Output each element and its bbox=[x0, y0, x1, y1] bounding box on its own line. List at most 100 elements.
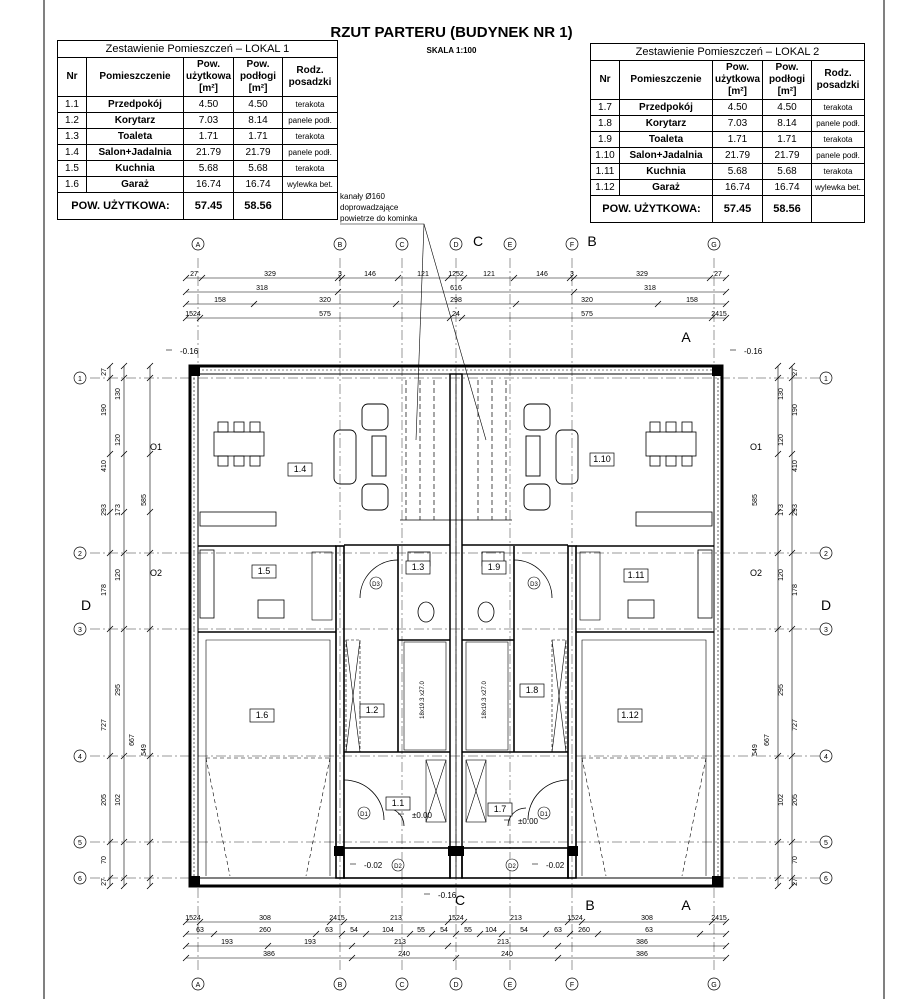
grid-label-bottom: G bbox=[711, 982, 716, 989]
dimension-tick bbox=[774, 549, 782, 557]
duct-note-line-1: kanały Ø160 bbox=[340, 192, 385, 201]
dimension-value: 260 bbox=[578, 927, 590, 934]
dimension-value: 2415 bbox=[711, 915, 727, 922]
dimension-value: 260 bbox=[259, 927, 271, 934]
dimension-tick bbox=[722, 274, 730, 282]
dimension-tick bbox=[146, 838, 154, 846]
dimension-tick bbox=[120, 874, 128, 882]
dimension-tick bbox=[196, 918, 204, 926]
grid-bubble-top bbox=[333, 237, 347, 251]
section-mark: C bbox=[455, 892, 465, 908]
dimension-tick bbox=[146, 362, 154, 370]
dimension-value: 616 bbox=[450, 285, 462, 292]
dimension-value: 386 bbox=[636, 951, 648, 958]
dimension-value: 549 bbox=[141, 744, 148, 756]
room-table-lokal-1: Zestawienie Pomieszczeń – LOKAL 1 Nr Pom… bbox=[57, 40, 338, 220]
stairs-label: 18x19.3 x27.0 bbox=[482, 680, 488, 718]
dimension-value: 63 bbox=[554, 927, 562, 934]
grid-bubble-right bbox=[819, 546, 833, 560]
dimension-value: 213 bbox=[510, 915, 522, 922]
dimension-tick bbox=[774, 838, 782, 846]
window-label: O2 bbox=[750, 568, 762, 578]
col-header: Nr bbox=[590, 60, 620, 100]
dimension-value: 293 bbox=[792, 504, 799, 516]
grid-bubble-bottom bbox=[395, 977, 409, 991]
grid-bubble-bottom bbox=[449, 977, 463, 991]
dimension-tick bbox=[570, 274, 578, 282]
grid-label-bottom: E bbox=[508, 982, 513, 989]
dimension-tick bbox=[120, 752, 128, 760]
window-label: O1 bbox=[150, 442, 162, 452]
dimension-value: 727 bbox=[792, 719, 799, 731]
col-header: Pow. podłogi [m²] bbox=[233, 57, 284, 97]
table-cell: terakota bbox=[811, 99, 865, 116]
dimension-value: 549 bbox=[752, 744, 759, 756]
dimension-value: 329 bbox=[636, 271, 648, 278]
grid-bubble-bottom bbox=[707, 977, 721, 991]
summary-empty bbox=[811, 195, 865, 223]
dining-tables bbox=[213, 421, 697, 467]
dimension-tick bbox=[594, 930, 602, 938]
door-tag bbox=[357, 806, 371, 820]
duct-note-line-2: doprowadzające bbox=[340, 203, 399, 212]
summary-usable: 57.45 bbox=[711, 195, 764, 223]
col-header: Pow. użytkowa [m²] bbox=[182, 57, 235, 97]
grid-bubble-left bbox=[73, 371, 87, 385]
level-label: -0.16 bbox=[180, 347, 199, 356]
duct-leader bbox=[415, 223, 425, 441]
section-mark: B bbox=[585, 897, 594, 913]
dimension-tick bbox=[774, 625, 782, 633]
level-label: -0.02 bbox=[546, 861, 565, 870]
dimension-value: 213 bbox=[390, 915, 402, 922]
grid-bubble-top bbox=[503, 237, 517, 251]
dimension-tick bbox=[182, 274, 190, 282]
grid-label-left: 6 bbox=[78, 876, 82, 883]
room-label-box bbox=[405, 560, 431, 575]
dimension-tick bbox=[120, 549, 128, 557]
dimension-value: 1524 bbox=[567, 915, 583, 922]
dimension-tick bbox=[348, 954, 356, 962]
grid-label-bottom: C bbox=[399, 982, 404, 989]
room-label-box bbox=[359, 703, 385, 718]
dimension-value: 575 bbox=[319, 311, 331, 318]
dimension-value: 585 bbox=[141, 494, 148, 506]
dimension-value: 178 bbox=[792, 584, 799, 596]
dimension-tick bbox=[146, 450, 154, 458]
dimension-tick bbox=[340, 918, 348, 926]
room-label: 1.10 bbox=[593, 454, 611, 464]
dimension-value: 3 bbox=[338, 271, 342, 278]
summary-usable: 57.45 bbox=[182, 192, 235, 220]
dimension-tick bbox=[788, 874, 796, 882]
dimension-value: 146 bbox=[364, 271, 376, 278]
grid-bubble-top bbox=[449, 237, 463, 251]
room-label: 1.5 bbox=[258, 566, 271, 576]
dimension-value: 178 bbox=[101, 584, 108, 596]
duct-leader bbox=[340, 223, 487, 441]
room-label-box bbox=[249, 708, 275, 723]
dimension-tick bbox=[146, 874, 154, 882]
drawing-scale: SKALA 1:100 bbox=[426, 46, 477, 55]
dimension-tick bbox=[788, 508, 796, 516]
col-header: Rodz. posadzki bbox=[811, 60, 865, 100]
grid-bubble-left bbox=[73, 835, 87, 849]
dimension-value: 63 bbox=[645, 927, 653, 934]
dimension-tick bbox=[722, 942, 730, 950]
dimension-tick bbox=[566, 930, 574, 938]
dimension-value: 213 bbox=[394, 939, 406, 946]
dimension-tick bbox=[498, 930, 506, 938]
dimension-tick bbox=[788, 625, 796, 633]
dimension-value: 120 bbox=[778, 569, 785, 581]
dimension-value: 27 bbox=[792, 878, 799, 886]
dimension-tick bbox=[348, 942, 356, 950]
dimension-tick bbox=[106, 450, 114, 458]
room-label-box bbox=[487, 802, 513, 817]
door-tag bbox=[505, 858, 519, 872]
grid-bubble-bottom bbox=[333, 977, 347, 991]
room-label: 1.11 bbox=[628, 570, 645, 580]
dimension-value: 320 bbox=[319, 297, 331, 304]
dimension-tick bbox=[120, 450, 128, 458]
grid-label-bottom: A bbox=[196, 982, 201, 989]
door-tag bbox=[537, 806, 551, 820]
